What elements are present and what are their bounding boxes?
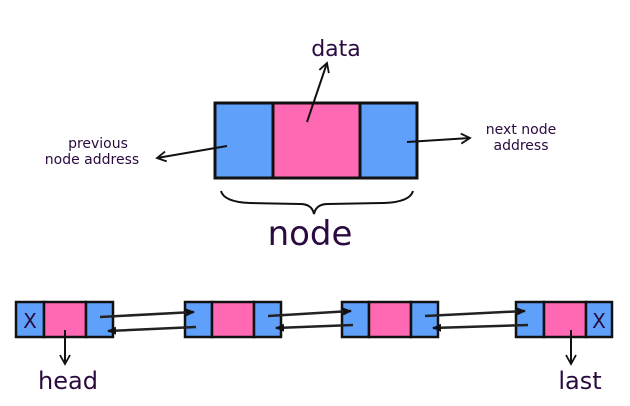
null-marker-last: X [592,309,606,333]
data-label: data [311,37,361,62]
list-node-2 [183,300,283,339]
last-label: last [558,367,601,395]
prev-label-line1: previous [68,136,128,152]
node-detail [213,101,419,180]
list-node-4: X [514,300,614,339]
null-marker-head: X [23,309,37,333]
data-pointer-arrow [306,61,330,123]
link-forward-1 [99,308,195,319]
link-backward-2 [275,323,354,332]
node-label: node [268,214,353,254]
link-forward-3 [424,307,526,318]
link-backward-3 [432,323,529,332]
prev-pointer-arrow [155,145,228,163]
data-cell [271,101,362,180]
prev-address-cell [213,101,275,180]
next-address-cell [358,101,419,180]
next-pointer-arrow [406,132,472,145]
next-label-line2: address [493,138,548,154]
list-node-3 [340,300,440,339]
list-node-1: X [14,300,115,339]
next-label-line1: next node [486,122,556,138]
link-backward-1 [107,325,197,335]
link-forward-2 [267,307,352,318]
node-brace [220,190,414,215]
head-label: head [38,367,98,395]
prev-label-line2: node address [45,152,139,168]
